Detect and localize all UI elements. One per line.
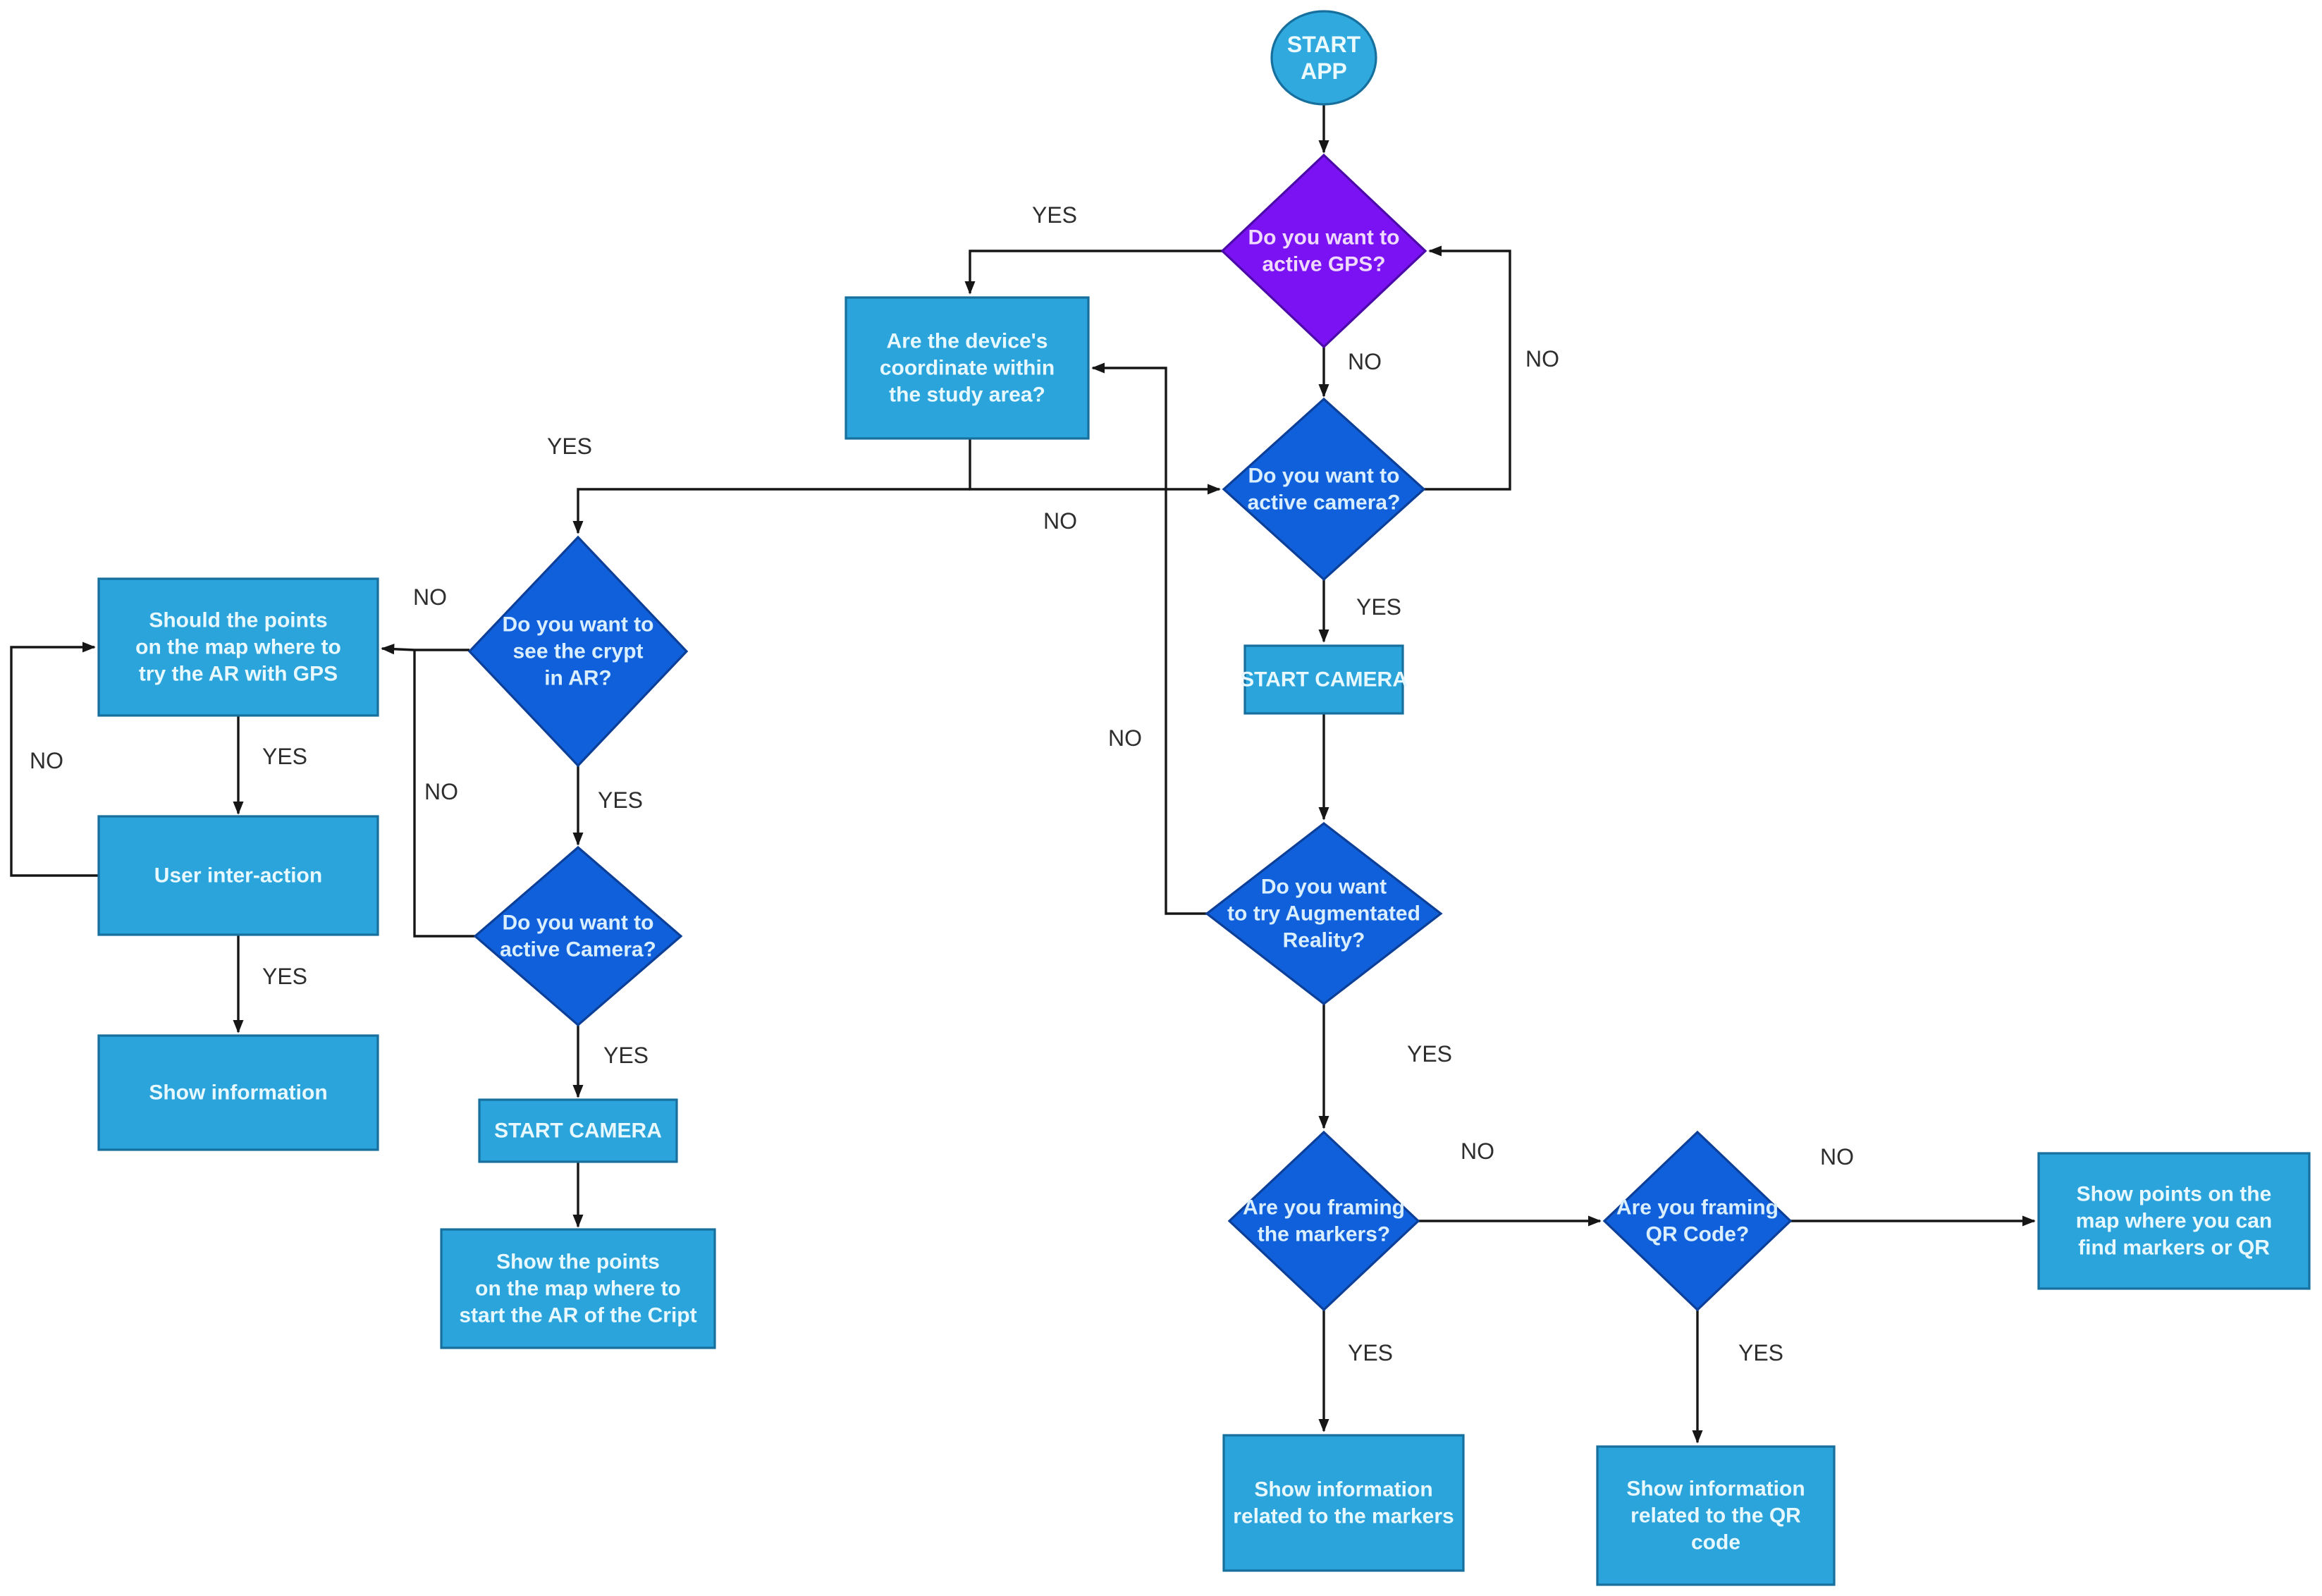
edge-label-qr-no-map: NO [1820, 1144, 1854, 1170]
edge-label-gps-yes-device: YES [1032, 202, 1077, 228]
edge-camera-no-gps [1424, 245, 1511, 491]
p-device-coordinates-shape [844, 296, 1090, 440]
node-p-show-information: Show information [97, 1034, 379, 1151]
edge-user-no-should [10, 642, 99, 877]
edge-camera2-no-join [413, 650, 475, 938]
edge-label-layer: YES NO NO NO YES YES NO YES NO NO YES YES NO NO YES YES… [30, 202, 1854, 1365]
edge-label-camera2-no-join: NO [424, 779, 458, 804]
edge-device-yes-crypt [572, 488, 970, 534]
edge-ar-no-device [1091, 362, 1207, 915]
node-p-user-interaction: User inter-action [97, 815, 379, 936]
edge-label-markers-no-qr: NO [1461, 1138, 1494, 1164]
node-p-start-camera: START CAMERA [1240, 644, 1408, 715]
edge-layer [10, 104, 2036, 1444]
edge-label-user-no-should: NO [30, 748, 63, 773]
p-start-camera-label: START CAMERA [1240, 668, 1408, 692]
p-start-camera-2-shape [478, 1098, 678, 1163]
p-start-camera-2-label: START CAMERA [494, 1119, 662, 1143]
p-user-interaction-label: User inter-action [154, 864, 322, 888]
edge-label-crypt-no-should: NO [413, 584, 447, 610]
edge-label-camera-no-gps: NO [1525, 346, 1559, 372]
edge-label-user-yes-showinfo: YES [262, 964, 307, 989]
p-show-points-cript-shape [440, 1228, 716, 1349]
edge-label-crypt-yes-camera2: YES [598, 787, 643, 813]
edge-label-device-no-camera: NO [1043, 508, 1077, 534]
p-show-information-shape [97, 1034, 379, 1151]
edge-label-gps-no-camera: NO [1348, 349, 1382, 374]
q-framing-qr-shape [1602, 1130, 1793, 1312]
p-info-qr-shape [1596, 1445, 1836, 1586]
edge-label-ar-yes-markers: YES [1407, 1041, 1452, 1067]
p-start-camera-shape [1243, 644, 1404, 715]
q-active-camera-2-shape [473, 845, 683, 1027]
edge-gps-yes-device [964, 250, 1222, 295]
p-show-information-label: Show information [149, 1081, 327, 1105]
edge-label-camera-yes-startcamera: YES [1356, 594, 1401, 620]
edge-label-camera2-yes-startcamera2: YES [603, 1043, 649, 1068]
q-framing-markers-shape [1227, 1130, 1420, 1312]
q-try-ar-shape [1205, 821, 1443, 1006]
edge-label-ar-no-device: NO [1108, 725, 1142, 751]
edge-device-no-camera [969, 438, 1221, 495]
q-active-gps-shape [1220, 153, 1427, 349]
edge-label-device-yes-crypt: YES [547, 434, 592, 459]
start-app-shape [1270, 10, 1377, 106]
edge-label-qr-yes-info: YES [1738, 1340, 1783, 1365]
edge-label-should-yes-user: YES [262, 744, 307, 769]
node-p-start-camera-2: START CAMERA [478, 1098, 678, 1163]
edge-crypt-no-should [381, 644, 469, 655]
q-crypt-ar-shape [467, 535, 689, 768]
p-user-interaction-shape [97, 815, 379, 936]
edge-label-markers-yes-info: YES [1348, 1340, 1393, 1365]
p-should-points-gps-shape [97, 577, 379, 717]
q-active-camera-shape [1222, 397, 1426, 582]
p-show-points-map-shape [2037, 1152, 2311, 1290]
p-info-markers-shape [1222, 1434, 1465, 1572]
